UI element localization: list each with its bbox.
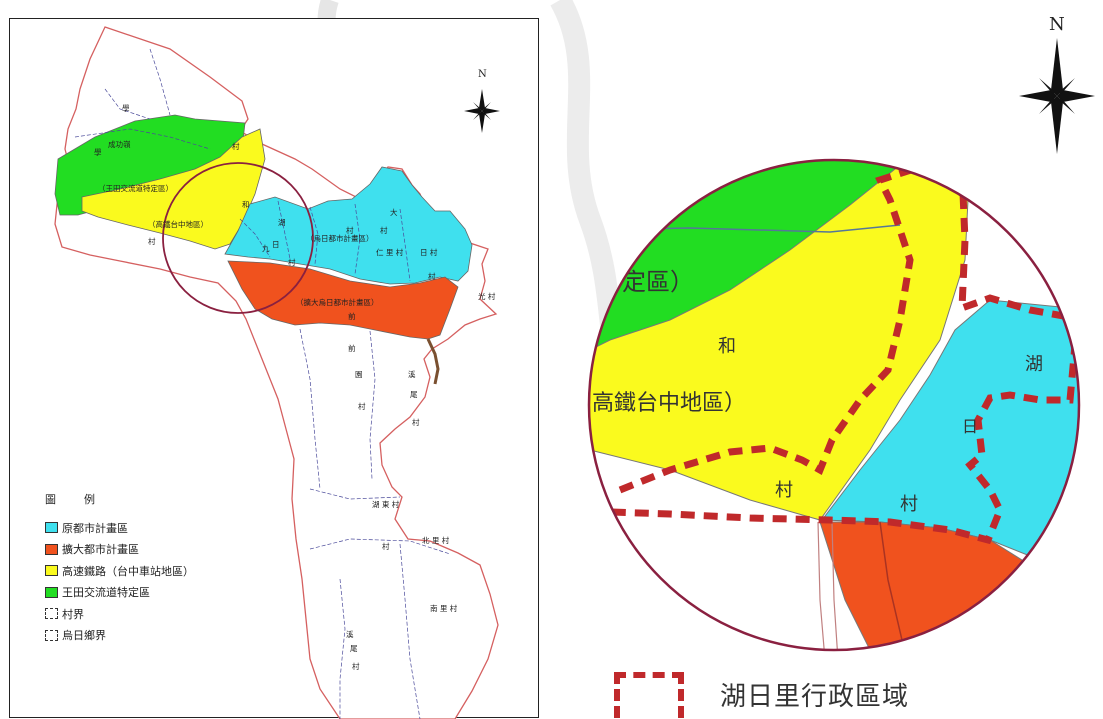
zoom-label-g: 村 <box>775 480 793 501</box>
svg-text:日: 日 <box>272 240 280 249</box>
swatch-wangtian <box>45 586 58 598</box>
svg-text:尾: 尾 <box>410 390 418 399</box>
svg-text:湖: 湖 <box>278 218 286 227</box>
svg-text:村: 村 <box>428 271 436 281</box>
zone-expanded <box>227 260 459 340</box>
legend-item: 高速鐵路（台中車站地區） <box>45 560 194 582</box>
zoom-north-label: N <box>1049 14 1065 35</box>
svg-text:溪: 溪 <box>408 369 416 379</box>
zoom-label-f: 村 <box>900 494 918 515</box>
zoom-circle-border <box>587 158 1081 652</box>
legend-dashed-box <box>614 672 684 718</box>
svg-text:村: 村 <box>358 401 366 411</box>
svg-text:村: 村 <box>352 661 360 671</box>
swatch-township-boundary <box>45 629 58 641</box>
legend-item: 王田交流道特定區 <box>45 582 194 604</box>
label-zone3: （烏日都市計畫區） <box>306 233 374 243</box>
svg-text:南 里 村: 南 里 村 <box>430 603 458 613</box>
svg-text:仁 里 村: 仁 里 村 <box>376 247 404 257</box>
zoom-north-arrow-icon <box>1019 38 1095 154</box>
legend-item: 村界 <box>45 603 194 625</box>
svg-text:和: 和 <box>242 200 250 209</box>
legend-item: 原都市計畫區 <box>45 517 194 539</box>
svg-text:村: 村 <box>288 257 296 267</box>
svg-text:日 村: 日 村 <box>420 247 438 257</box>
legend-item: 烏日鄉界 <box>45 625 194 647</box>
svg-text:尾: 尾 <box>350 644 358 653</box>
svg-text:前: 前 <box>348 311 356 321</box>
label-zone1: （王田交流道特定區） <box>98 183 173 193</box>
zone-original <box>224 166 473 285</box>
map-caption: 湖日里行政區域 <box>720 682 910 712</box>
zoom-label-a: 特定區） <box>598 268 694 296</box>
study-area-circle <box>162 162 314 314</box>
label-zone2: （高鐵台中地區） <box>148 219 208 229</box>
zoom-label-e: 日 <box>962 417 978 436</box>
hurili-boundary <box>609 160 1079 545</box>
svg-text:村: 村 <box>412 417 420 427</box>
zoom-label-c: 高鐵台中地區） <box>592 391 746 416</box>
village-boundaries <box>74 48 451 719</box>
svg-text:九: 九 <box>262 244 270 253</box>
svg-text:光 村: 光 村 <box>478 291 496 301</box>
left-map-panel: 成功嶺 （王田交流道特定區） （高鐵台中地區） （烏日都市計畫區） （擴大烏日都… <box>9 18 539 719</box>
map-legend: 圖例 原都市計畫區 擴大都市計畫區 高速鐵路（台中車站地區） 王田交流道特定區 … <box>45 491 194 646</box>
svg-text:學: 學 <box>122 103 130 113</box>
svg-text:村: 村 <box>148 236 156 246</box>
svg-text:村: 村 <box>346 225 354 235</box>
zoom-label-d: 湖 <box>1025 354 1043 375</box>
zoom-label-b: 和 <box>718 336 736 357</box>
svg-text:前: 前 <box>348 343 356 353</box>
label-zone4: （擴大烏日都市計畫區） <box>296 297 379 307</box>
label-place: 成功嶺 <box>108 139 131 149</box>
legend-item: 擴大都市計畫區 <box>45 539 194 561</box>
swatch-original <box>45 522 58 534</box>
township-map: 成功嶺 （王田交流道特定區） （高鐵台中地區） （烏日都市計畫區） （擴大烏日都… <box>54 26 500 719</box>
north-label: N <box>478 69 487 80</box>
svg-text:湖 東 村: 湖 東 村 <box>372 499 400 509</box>
swatch-expanded <box>45 543 58 555</box>
svg-text:學: 學 <box>94 147 102 157</box>
legend-title: 圖例 <box>45 493 123 506</box>
svg-text:村: 村 <box>380 225 388 235</box>
right-map-panel: 特定區） 和 高鐵台中地區） 湖 日 村 村 村 N <box>570 0 1103 718</box>
swatch-hsr <box>45 565 58 577</box>
svg-text:北 里 村: 北 里 村 <box>422 535 450 545</box>
svg-text:園: 園 <box>355 370 363 379</box>
swatch-village-boundary <box>45 608 58 620</box>
zoomed-map: 特定區） 和 高鐵台中地區） 湖 日 村 村 村 N <box>587 14 1095 652</box>
svg-text:村: 村 <box>232 141 240 151</box>
north-arrow-icon <box>464 89 500 133</box>
svg-text:大: 大 <box>390 207 398 217</box>
zoom-label-h: 村 <box>810 148 824 164</box>
svg-text:村: 村 <box>382 541 390 551</box>
svg-text:溪: 溪 <box>346 629 354 639</box>
